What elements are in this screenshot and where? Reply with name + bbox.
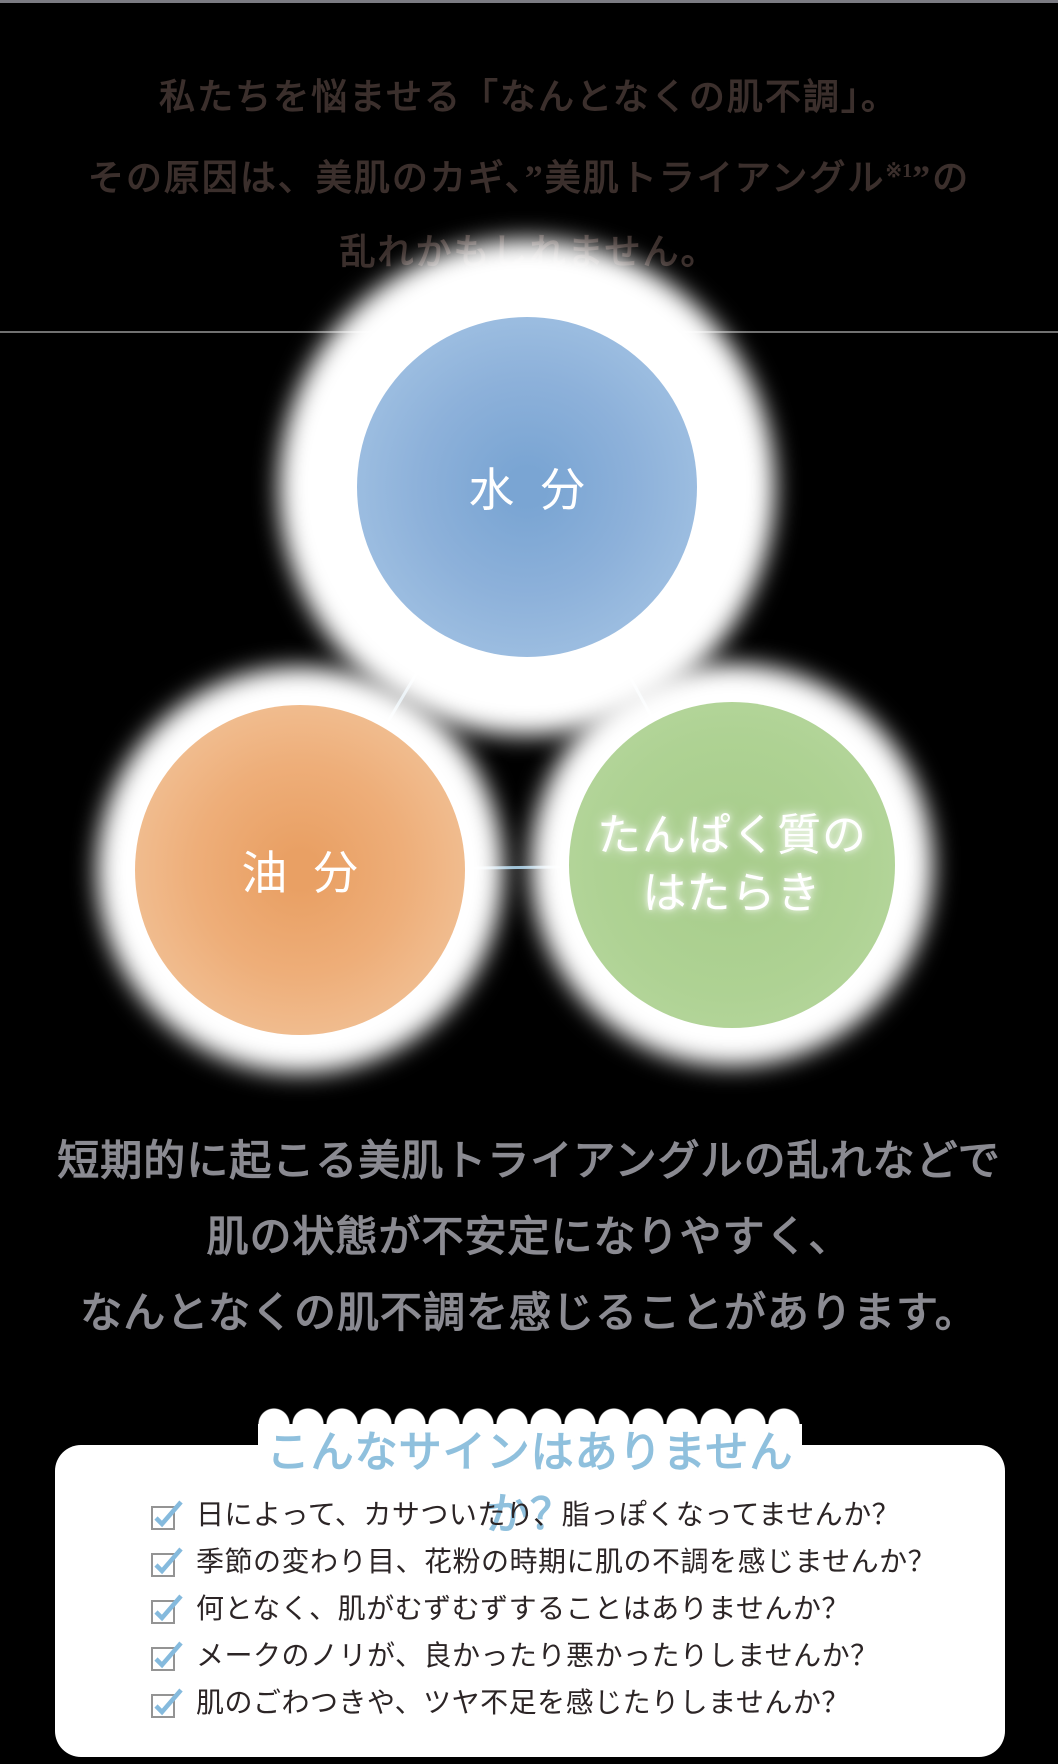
- checklist-item: メークのノリが、良かったり悪かったりしませんか？: [150, 1630, 1010, 1677]
- checkbox-check-icon: [151, 1641, 183, 1671]
- intro-line-1: 私たちを悩ませる「なんとなくの肌不調」。: [159, 77, 899, 117]
- footnote-marker: ※1: [885, 160, 913, 182]
- oil-circle: 油分: [135, 705, 465, 1035]
- top-gray-bar: [0, 0, 1058, 3]
- checklist-item-label: メークのノリが、良かったり悪かったりしませんか？: [196, 1640, 879, 1672]
- body-paragraph: 短期的に起こる美肌トライアングルの乱れなどで 肌の状態が不安定になりやすく、 な…: [0, 1124, 1058, 1352]
- checkbox-check-icon: [151, 1547, 183, 1577]
- protein-circle-label: たんぱく質の はたらき: [597, 811, 867, 918]
- water-circle: 水分: [357, 317, 697, 657]
- body-line-1: 短期的に起こる美肌トライアングルの乱れなどで: [57, 1139, 1001, 1185]
- checklist-item: 肌のごわつきや、ツヤ不足を感じたりしませんか？: [150, 1677, 1010, 1724]
- checklist-item: 日によって、カサついたり、脂っぽくなってませんか？: [150, 1489, 1010, 1536]
- checklist-item-label: 季節の変わり目、花粉の時期に肌の不調を感じませんか？: [196, 1546, 937, 1578]
- signs-panel: [55, 1445, 1005, 1757]
- checklist-item-label: 肌のごわつきや、ツヤ不足を感じたりしませんか？: [196, 1687, 850, 1719]
- checklist-item: 季節の変わり目、花粉の時期に肌の不調を感じませんか？: [150, 1536, 1010, 1583]
- checkbox-check-icon: [151, 1688, 183, 1718]
- oil-circle-label: 油分: [241, 848, 384, 899]
- signs-checklist: 日によって、カサついたり、脂っぽくなってませんか？ 季節の変わり目、花粉の時期に…: [150, 1489, 1010, 1724]
- checkbox-check-icon: [151, 1594, 183, 1624]
- checklist-item: 何となく、肌がむずむずすることはありませんか？: [150, 1583, 1010, 1630]
- intro-line-2: その原因は、美肌のカギ、”美肌トライアングル※1”の: [87, 158, 971, 198]
- checklist-item-label: 日によって、カサついたり、脂っぽくなってませんか？: [196, 1499, 901, 1531]
- body-line-3: なんとなくの肌不調を感じることがあります。: [80, 1291, 978, 1337]
- signs-heading: こんなサインはありませんか？: [266, 1430, 794, 1539]
- checkbox-check-icon: [151, 1500, 183, 1530]
- body-line-2: 肌の状態が不安定になりやすく、: [206, 1215, 852, 1261]
- checklist-item-label: 何となく、肌がむずむずすることはありませんか？: [196, 1593, 850, 1625]
- protein-circle: たんぱく質の はたらき: [569, 702, 895, 1028]
- water-circle-label: 水分: [468, 465, 611, 516]
